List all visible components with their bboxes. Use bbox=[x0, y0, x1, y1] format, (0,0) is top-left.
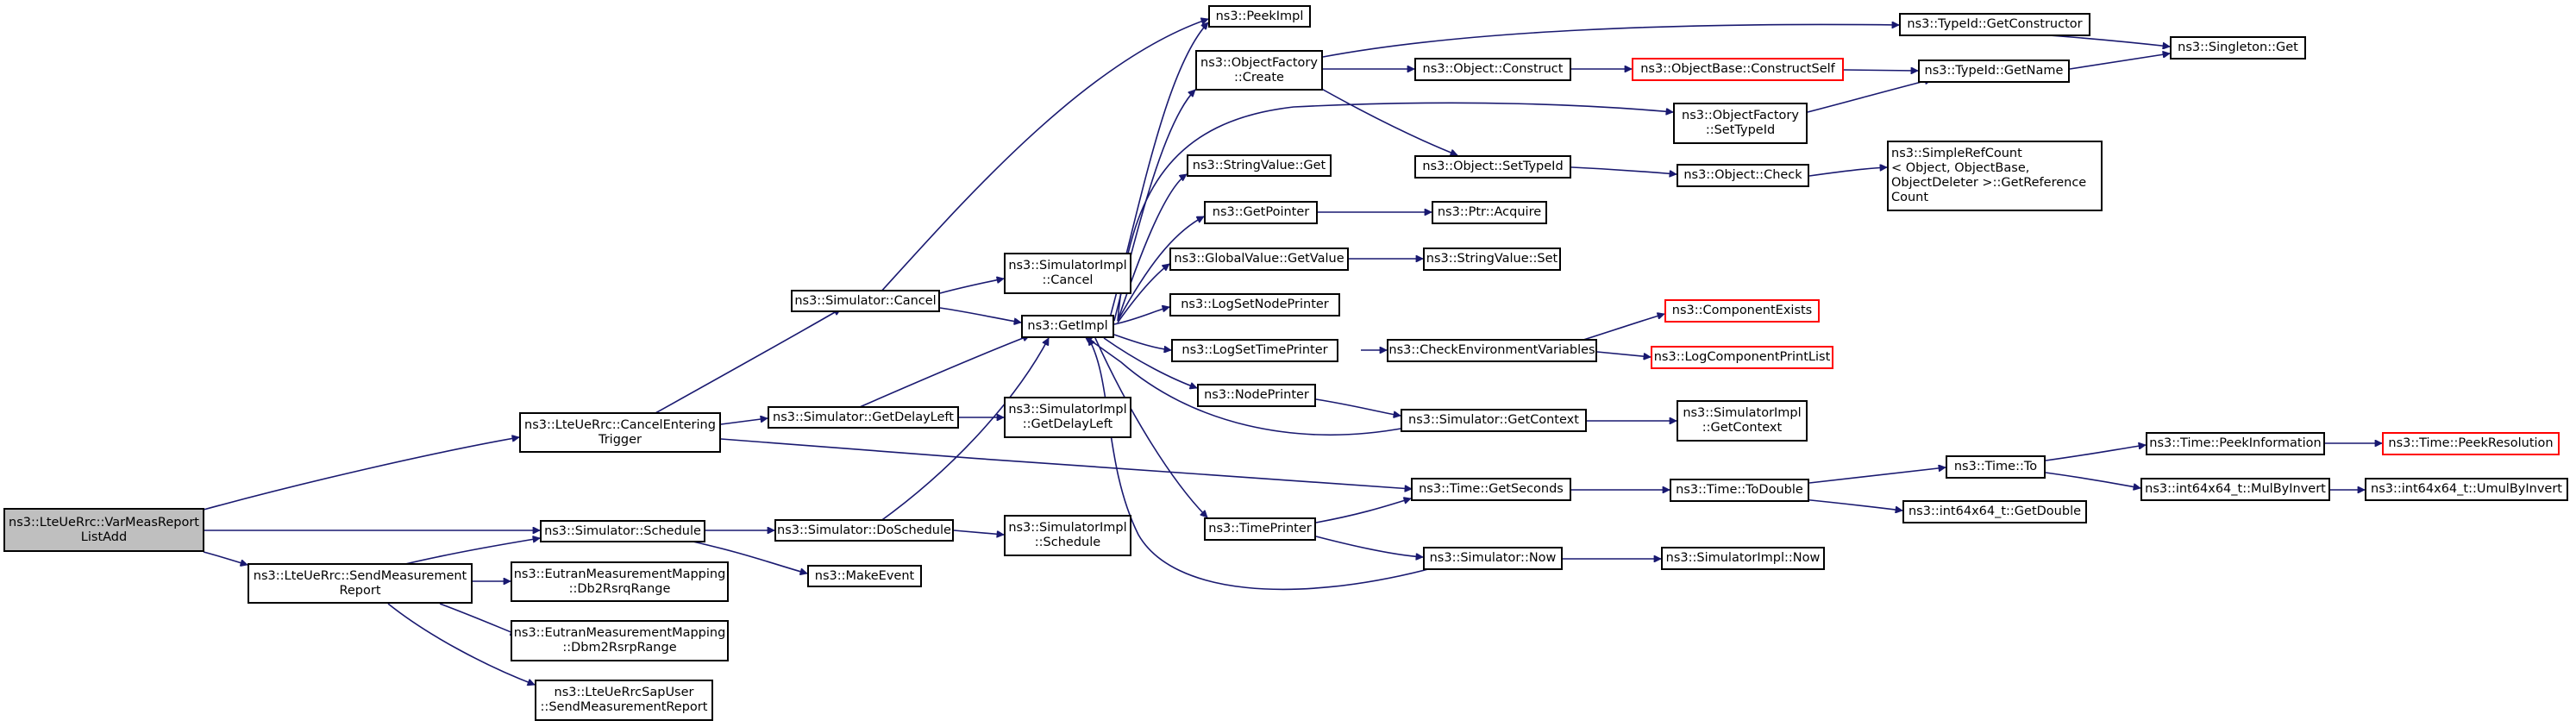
node-logsettimeprinter[interactable]: ns3::LogSetTimePrinter bbox=[1171, 339, 1338, 362]
node-simulator-doschedule[interactable]: ns3::Simulator::DoSchedule bbox=[774, 519, 954, 542]
edge-cancelent-delayleft bbox=[720, 418, 768, 425]
node-stringvalue-set[interactable]: ns3::StringValue::Set bbox=[1423, 248, 1561, 271]
node-makeevent[interactable]: ns3::MakeEvent bbox=[807, 565, 922, 587]
node-logcomponentprintlist[interactable]: ns3::LogComponentPrintList bbox=[1651, 346, 1833, 369]
node-lteuerrc-varmeasreportlistadd[interactable]: ns3::LteUeRrc::VarMeasReport ListAdd bbox=[3, 508, 204, 552]
edge-objsettypeid-objcheck bbox=[1555, 166, 1677, 174]
edge-todouble-getdouble bbox=[1793, 498, 1902, 511]
edge-objfcreate-typeidgetctor bbox=[1322, 24, 1899, 58]
node-lteuerrc-cancelenteringtrigger[interactable]: ns3::LteUeRrc::CancelEntering Trigger bbox=[519, 412, 721, 453]
edge-simcancel-implcancel bbox=[939, 279, 1004, 294]
edge-getimpl-globalget bbox=[1117, 263, 1169, 323]
node-time-to[interactable]: ns3::Time::To bbox=[1946, 455, 2046, 479]
edge-objfsettypeid-typeidgetname bbox=[1807, 79, 1932, 113]
node-simulatorimpl-schedule[interactable]: ns3::SimulatorImpl ::Schedule bbox=[1004, 515, 1131, 556]
node-nodeprinter[interactable]: ns3::NodePrinter bbox=[1197, 384, 1316, 407]
node-getimpl[interactable]: ns3::GetImpl bbox=[1021, 315, 1114, 338]
edge-typeidgetname-singleton bbox=[2069, 53, 2170, 70]
node-componentexists[interactable]: ns3::ComponentExists bbox=[1664, 299, 1820, 323]
node-simulator-getdelayleft[interactable]: ns3::Simulator::GetDelayLeft bbox=[768, 406, 959, 429]
node-simulator-cancel[interactable]: ns3::Simulator::Cancel bbox=[791, 290, 940, 312]
node-peekimpl[interactable]: ns3::PeekImpl bbox=[1208, 5, 1311, 28]
node-time-getseconds[interactable]: ns3::Time::GetSeconds bbox=[1411, 478, 1571, 501]
node-simulatorimpl-getcontext[interactable]: ns3::SimulatorImpl ::GetContext bbox=[1677, 400, 1808, 442]
edge-simcancel-peekimpl bbox=[879, 19, 1208, 294]
node-simulator-getcontext[interactable]: ns3::Simulator::GetContext bbox=[1401, 409, 1587, 432]
node-lteuerrc-sendmeasurementreport[interactable]: ns3::LteUeRrc::SendMeasurement Report bbox=[248, 563, 473, 604]
edge-cancelent-getseconds bbox=[720, 438, 1412, 489]
edge-sendmeas-sapuser bbox=[387, 603, 535, 685]
edge-cancelent-simcancel bbox=[655, 308, 841, 414]
edge-getcontext-getimpl bbox=[1085, 335, 1407, 436]
node-int64x64-umulbyinvert[interactable]: ns3::int64x64_t::UmulByInvert bbox=[2365, 478, 2568, 501]
edge-doschedule-implschedule bbox=[953, 530, 1004, 535]
node-lteuerrcsapuser-sendmeasurementreport[interactable]: ns3::LteUeRrcSapUser ::SendMeasurementRe… bbox=[535, 680, 713, 721]
node-simulatorimpl-cancel[interactable]: ns3::SimulatorImpl ::Cancel bbox=[1004, 253, 1131, 294]
edge-sendmeas-schedule bbox=[404, 538, 540, 565]
edge-checkenv-logcomplist bbox=[1596, 351, 1651, 357]
node-eutranmeasurementmapping-dbm2rsrprange[interactable]: ns3::EutranMeasurementMapping ::Dbm2Rsrp… bbox=[511, 620, 729, 661]
edge-objfcreate-objsettypeid bbox=[1310, 82, 1457, 155]
node-simulatorimpl-now[interactable]: ns3::SimulatorImpl::Now bbox=[1661, 547, 1825, 570]
node-simplerefcount-getreferencecount[interactable]: ns3::SimpleRefCount < Object, ObjectBase… bbox=[1887, 141, 2103, 211]
edge-getimpl-timeprinter bbox=[1094, 337, 1207, 517]
edge-timeto-peekinfo bbox=[2045, 445, 2146, 461]
node-object-settypeid[interactable]: ns3::Object::SetTypeId bbox=[1414, 155, 1571, 179]
node-object-construct[interactable]: ns3::Object::Construct bbox=[1414, 58, 1571, 81]
edge-simcancel-getimpl bbox=[939, 307, 1021, 323]
edge-getimpl-nodeprinter bbox=[1103, 337, 1197, 388]
node-time-peekresolution[interactable]: ns3::Time::PeekResolution bbox=[2382, 432, 2560, 455]
edge-getimpl-lognode bbox=[1113, 307, 1169, 325]
node-objectfactory-create[interactable]: ns3::ObjectFactory ::Create bbox=[1195, 50, 1323, 91]
edge-timeprinter-simnow bbox=[1315, 536, 1423, 557]
edge-varmeas-cancelent bbox=[203, 437, 519, 511]
node-logsetnodeprinter[interactable]: ns3::LogSetNodePrinter bbox=[1169, 293, 1340, 316]
node-objectbase-constructself[interactable]: ns3::ObjectBase::ConstructSelf bbox=[1632, 58, 1844, 81]
edge-objcheck-refcount bbox=[1808, 167, 1887, 177]
node-time-peekinformation[interactable]: ns3::Time::PeekInformation bbox=[2146, 432, 2325, 455]
edge-simnow-getimpl bbox=[1087, 338, 1429, 591]
edge-getimpl-getpointer bbox=[1117, 216, 1204, 322]
edge-delayleft-getimpl bbox=[853, 335, 1030, 411]
node-simulatorimpl-getdelayleft[interactable]: ns3::SimulatorImpl ::GetDelayLeft bbox=[1004, 397, 1131, 438]
node-typeid-getname[interactable]: ns3::TypeId::GetName bbox=[1918, 60, 2070, 83]
node-timeprinter[interactable]: ns3::TimePrinter bbox=[1204, 517, 1316, 541]
edge-getimpl-logtime bbox=[1113, 334, 1171, 350]
edge-varmeas-sendmeas bbox=[203, 551, 248, 565]
edge-doschedule-getimpl bbox=[879, 338, 1050, 523]
node-time-todouble[interactable]: ns3::Time::ToDouble bbox=[1670, 479, 1809, 502]
node-getpointer[interactable]: ns3::GetPointer bbox=[1204, 201, 1318, 224]
node-globalvalue-getvalue[interactable]: ns3::GlobalValue::GetValue bbox=[1169, 248, 1349, 271]
edge-timeto-mulbyinv bbox=[2045, 472, 2140, 488]
node-simulator-schedule[interactable]: ns3::Simulator::Schedule bbox=[540, 520, 705, 542]
node-object-check[interactable]: ns3::Object::Check bbox=[1677, 164, 1809, 187]
edge-timeprinter-getseconds bbox=[1315, 498, 1411, 523]
edge-sendmeas-dbm2rsrp bbox=[439, 603, 517, 635]
node-int64x64-mulbyinvert[interactable]: ns3::int64x64_t::MulByInvert bbox=[2140, 478, 2330, 501]
node-int64x64-getdouble[interactable]: ns3::int64x64_t::GetDouble bbox=[1902, 500, 2087, 523]
node-stringvalue-get[interactable]: ns3::StringValue::Get bbox=[1187, 154, 1332, 177]
edge-schedule-makeevent bbox=[680, 538, 807, 573]
node-objectfactory-settypeid[interactable]: ns3::ObjectFactory ::SetTypeId bbox=[1673, 103, 1808, 144]
edge-todouble-timeto bbox=[1808, 467, 1946, 484]
edge-getimpl-objfsettypeid bbox=[1117, 102, 1673, 322]
node-singleton-get[interactable]: ns3::Singleton::Get bbox=[2170, 36, 2306, 60]
edge-objbase-typeidgetname bbox=[1843, 70, 1918, 71]
call-edges bbox=[203, 19, 2382, 685]
node-checkenvironmentvariables[interactable]: ns3::CheckEnvironmentVariables bbox=[1387, 339, 1597, 362]
node-simulator-now[interactable]: ns3::Simulator::Now bbox=[1423, 547, 1563, 570]
edge-nodeprinter-getcontext bbox=[1315, 398, 1401, 416]
node-eutranmeasurementmapping-db2rsrqrange[interactable]: ns3::EutranMeasurementMapping ::Db2RsrqR… bbox=[511, 561, 729, 602]
node-typeid-getconstructor[interactable]: ns3::TypeId::GetConstructor bbox=[1899, 13, 2090, 36]
edge-checkenv-compexists bbox=[1577, 314, 1664, 342]
edge-getimpl-strget bbox=[1117, 173, 1187, 322]
node-ptr-acquire[interactable]: ns3::Ptr::Acquire bbox=[1432, 201, 1547, 224]
edge-typeidgetctor-singleton bbox=[2036, 34, 2170, 47]
